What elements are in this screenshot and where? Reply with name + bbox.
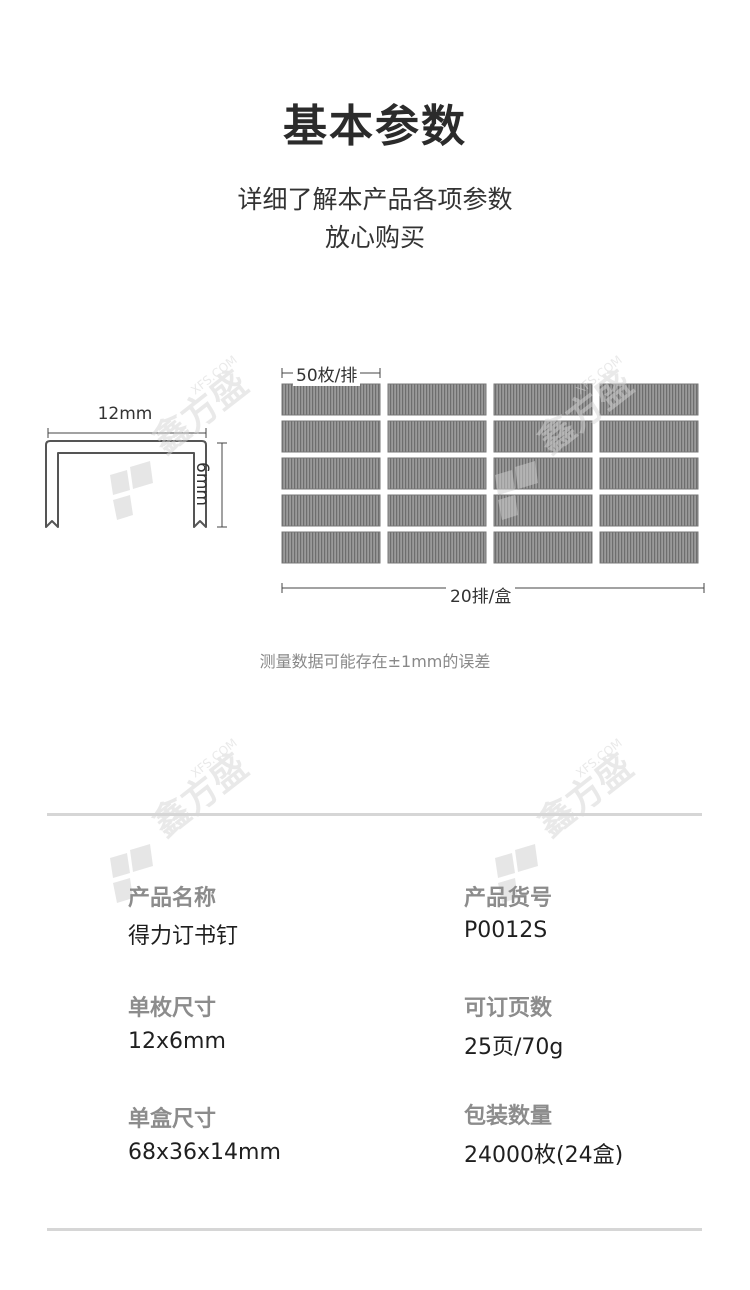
spec-value-product-name: 得力订书钉	[128, 924, 239, 949]
staple-strip	[387, 494, 487, 527]
spec-label-unit-size: 单枚尺寸	[128, 996, 217, 1021]
staple-strip	[281, 457, 381, 490]
staple-strip	[281, 494, 381, 527]
staple-height-dimension	[217, 442, 227, 528]
subtitle-line-1: 详细了解本产品各项参数	[237, 185, 513, 214]
staple-shape	[45, 440, 207, 528]
staple-strip	[599, 531, 699, 564]
watermark-logo: 鑫方盛 XFS.COM	[495, 738, 640, 903]
spec-value-package-qty: 24000枚(24盒)	[464, 1143, 624, 1168]
per-row-label: 50枚/排	[293, 361, 361, 386]
staple-width-label: 12mm	[97, 404, 153, 424]
staple-diagram	[45, 428, 227, 528]
staple-strip	[387, 420, 487, 453]
subtitle-line-2: 放心购买	[324, 223, 425, 252]
staple-strip	[281, 531, 381, 564]
staple-strip	[387, 383, 487, 416]
staple-strips-grid	[281, 368, 705, 593]
spec-label-product-name: 产品名称	[128, 886, 217, 911]
per-box-label: 20排/盒	[446, 582, 516, 607]
spec-value-pages: 25页/70g	[464, 1035, 564, 1060]
strip-cells	[281, 383, 699, 564]
spec-label-item-number: 产品货号	[464, 886, 553, 911]
divider-bottom	[47, 1228, 702, 1231]
staple-strip	[387, 531, 487, 564]
spec-label-pages: 可订页数	[464, 996, 553, 1021]
staple-strip	[493, 531, 593, 564]
measurement-note: 测量数据可能存在±1mm的误差	[259, 652, 491, 671]
staple-strip	[387, 457, 487, 490]
staple-strip	[281, 383, 381, 416]
staple-strip	[599, 494, 699, 527]
staple-strip	[599, 420, 699, 453]
watermark-logo: 鑫方盛 XFS.COM	[110, 355, 255, 520]
spec-label-package-qty: 包装数量	[464, 1104, 553, 1129]
watermark-logo: 鑫方盛 XFS.COM	[495, 355, 640, 520]
watermark-logo: 鑫方盛 XFS.COM	[110, 738, 255, 903]
staple-strip	[493, 383, 593, 416]
spec-value-unit-size: 12x6mm	[128, 1029, 226, 1054]
spec-label-box-size: 单盒尺寸	[128, 1107, 217, 1132]
spec-value-item-number: P0012S	[464, 918, 548, 943]
divider-top	[47, 813, 702, 816]
staple-strip	[281, 420, 381, 453]
staple-strip	[493, 420, 593, 453]
staple-strip	[599, 383, 699, 416]
staple-width-dimension	[47, 428, 207, 438]
page-title: 基本参数	[283, 101, 467, 152]
spec-value-box-size: 68x36x14mm	[128, 1140, 281, 1165]
staple-strip	[599, 457, 699, 490]
